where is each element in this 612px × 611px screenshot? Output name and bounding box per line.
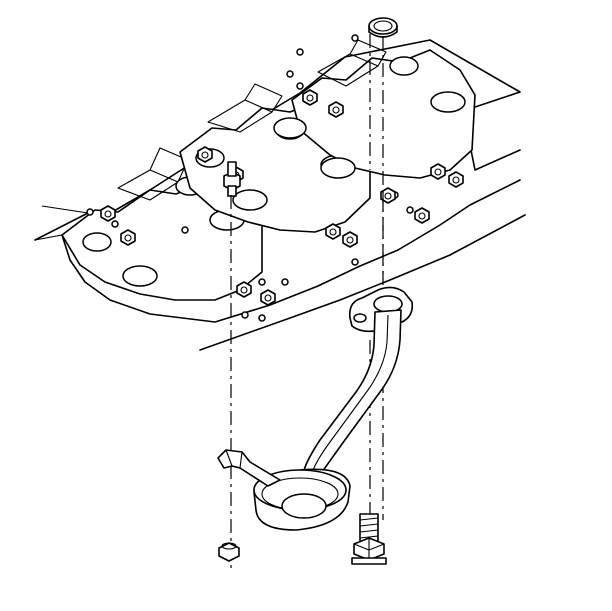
pickup-bracket-nut	[218, 542, 240, 562]
stud	[223, 161, 241, 197]
engine-block-assembly	[34, 34, 526, 351]
cap-3-bolt-hole-a	[389, 56, 419, 76]
bearing-cap-2-ridge	[207, 83, 283, 133]
pickup-bolt	[351, 513, 387, 565]
block-small-holes	[86, 34, 414, 322]
block-left-edge	[34, 205, 89, 241]
oil-pump-pickup-tube	[281, 286, 414, 491]
bearing-cap-3-ridge	[317, 39, 387, 87]
pickup-seal	[368, 17, 398, 38]
cap-1-bolt-hole-b	[122, 265, 158, 287]
cap-3-bolt-hole-d	[320, 157, 356, 179]
pickup-flange-bolt-hole	[353, 313, 367, 323]
cap-2-bolt-hole-d	[232, 189, 268, 211]
pickup-bracket	[217, 449, 281, 487]
cap-3-bolt-hole-c	[273, 117, 307, 139]
cap-3-bolt-hole-b	[430, 91, 466, 113]
block-outline-front	[61, 179, 521, 323]
cap-1-bolt-hole-a	[82, 232, 112, 252]
block-lower-edge	[199, 214, 526, 351]
cap-bolt-heads	[100, 89, 464, 306]
